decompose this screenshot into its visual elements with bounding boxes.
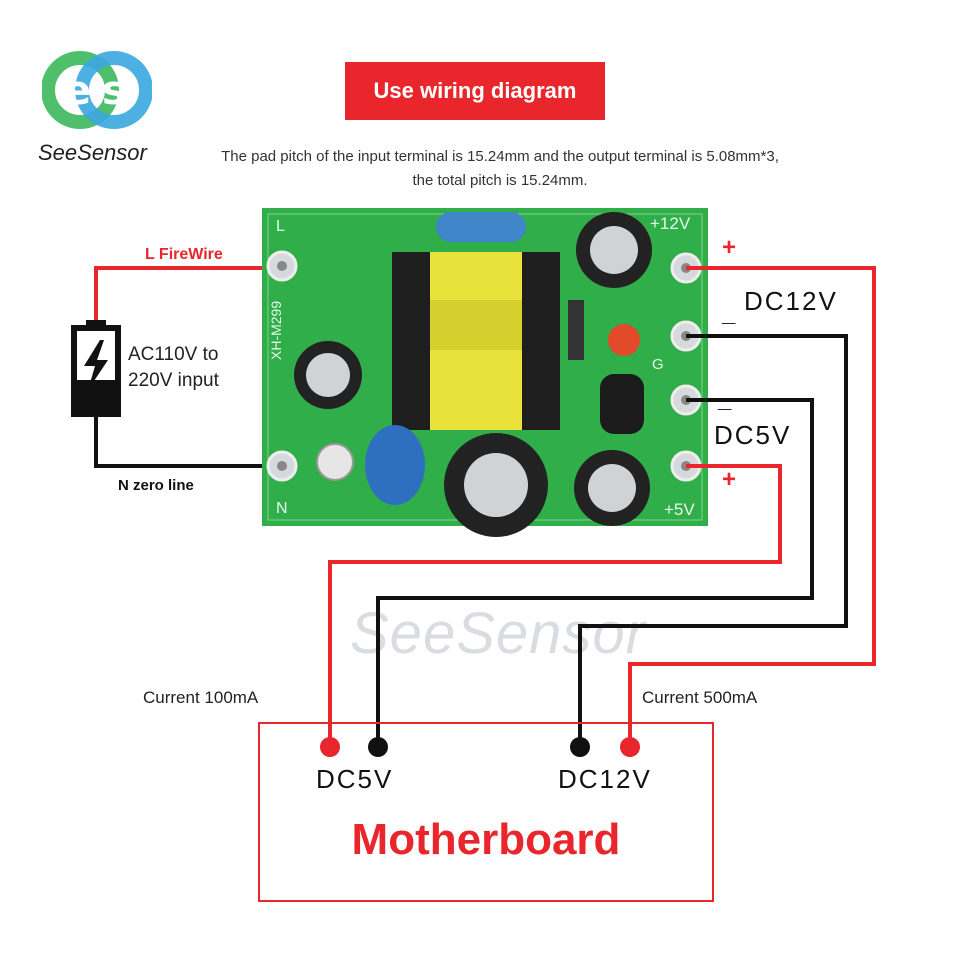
brand-name: SeeSensor <box>38 140 147 165</box>
diagram-title: Use wiring diagram <box>345 62 605 120</box>
out-5v-silk: +5V <box>664 500 695 519</box>
power-module-board <box>262 208 708 537</box>
pin-n-silk: N <box>276 500 288 517</box>
live-wire-label: L FireWire <box>145 246 223 263</box>
motherboard-box <box>258 722 714 902</box>
svg-text:e: e <box>64 68 91 114</box>
neutral-wire-label: N zero line <box>118 477 194 494</box>
output-5v-label: DC5V <box>714 420 792 450</box>
output-12v-label: DC12V <box>744 286 838 316</box>
mb-12v-minus-terminal <box>570 737 590 757</box>
brand-logo: e s <box>41 42 153 137</box>
ac-source-icon <box>71 320 121 417</box>
source-label-line1: AC110V to <box>128 344 219 365</box>
mb-dc12v-label: DC12V <box>558 764 652 794</box>
board-model-silk: XH-M299 <box>268 300 284 360</box>
mb-dc5v-label: DC5V <box>316 764 394 794</box>
svg-text:s: s <box>102 68 126 114</box>
wire-5v-minus <box>376 398 814 746</box>
pitch-note-line2: the total pitch is 15.24mm. <box>412 172 588 189</box>
minus-5v-sign: _ <box>718 386 732 413</box>
wire-12v-minus <box>578 334 848 746</box>
pin-l-silk: L <box>276 218 285 235</box>
plus-12v-sign: + <box>722 234 737 261</box>
plus-5v-sign: + <box>722 466 737 493</box>
current-12v-label: Current 500mA <box>642 688 758 707</box>
minus-12v-sign: _ <box>722 300 736 327</box>
out-12v-silk: +12V <box>650 214 691 233</box>
live-wire <box>94 266 282 325</box>
watermark: SeeSensor <box>350 601 646 666</box>
motherboard-title: Motherboard <box>351 815 621 864</box>
mb-5v-minus-terminal <box>368 737 388 757</box>
neutral-wire <box>94 412 282 468</box>
pitch-note-line1: The pad pitch of the input terminal is 1… <box>221 148 779 165</box>
pin-g-silk: G <box>652 356 664 373</box>
current-5v-label: Current 100mA <box>143 688 259 707</box>
source-label-line2: 220V input <box>128 370 219 391</box>
mb-5v-plus-terminal <box>320 737 340 757</box>
mb-12v-plus-terminal <box>620 737 640 757</box>
wire-5v-plus <box>328 464 782 746</box>
wire-12v-plus <box>628 266 876 746</box>
